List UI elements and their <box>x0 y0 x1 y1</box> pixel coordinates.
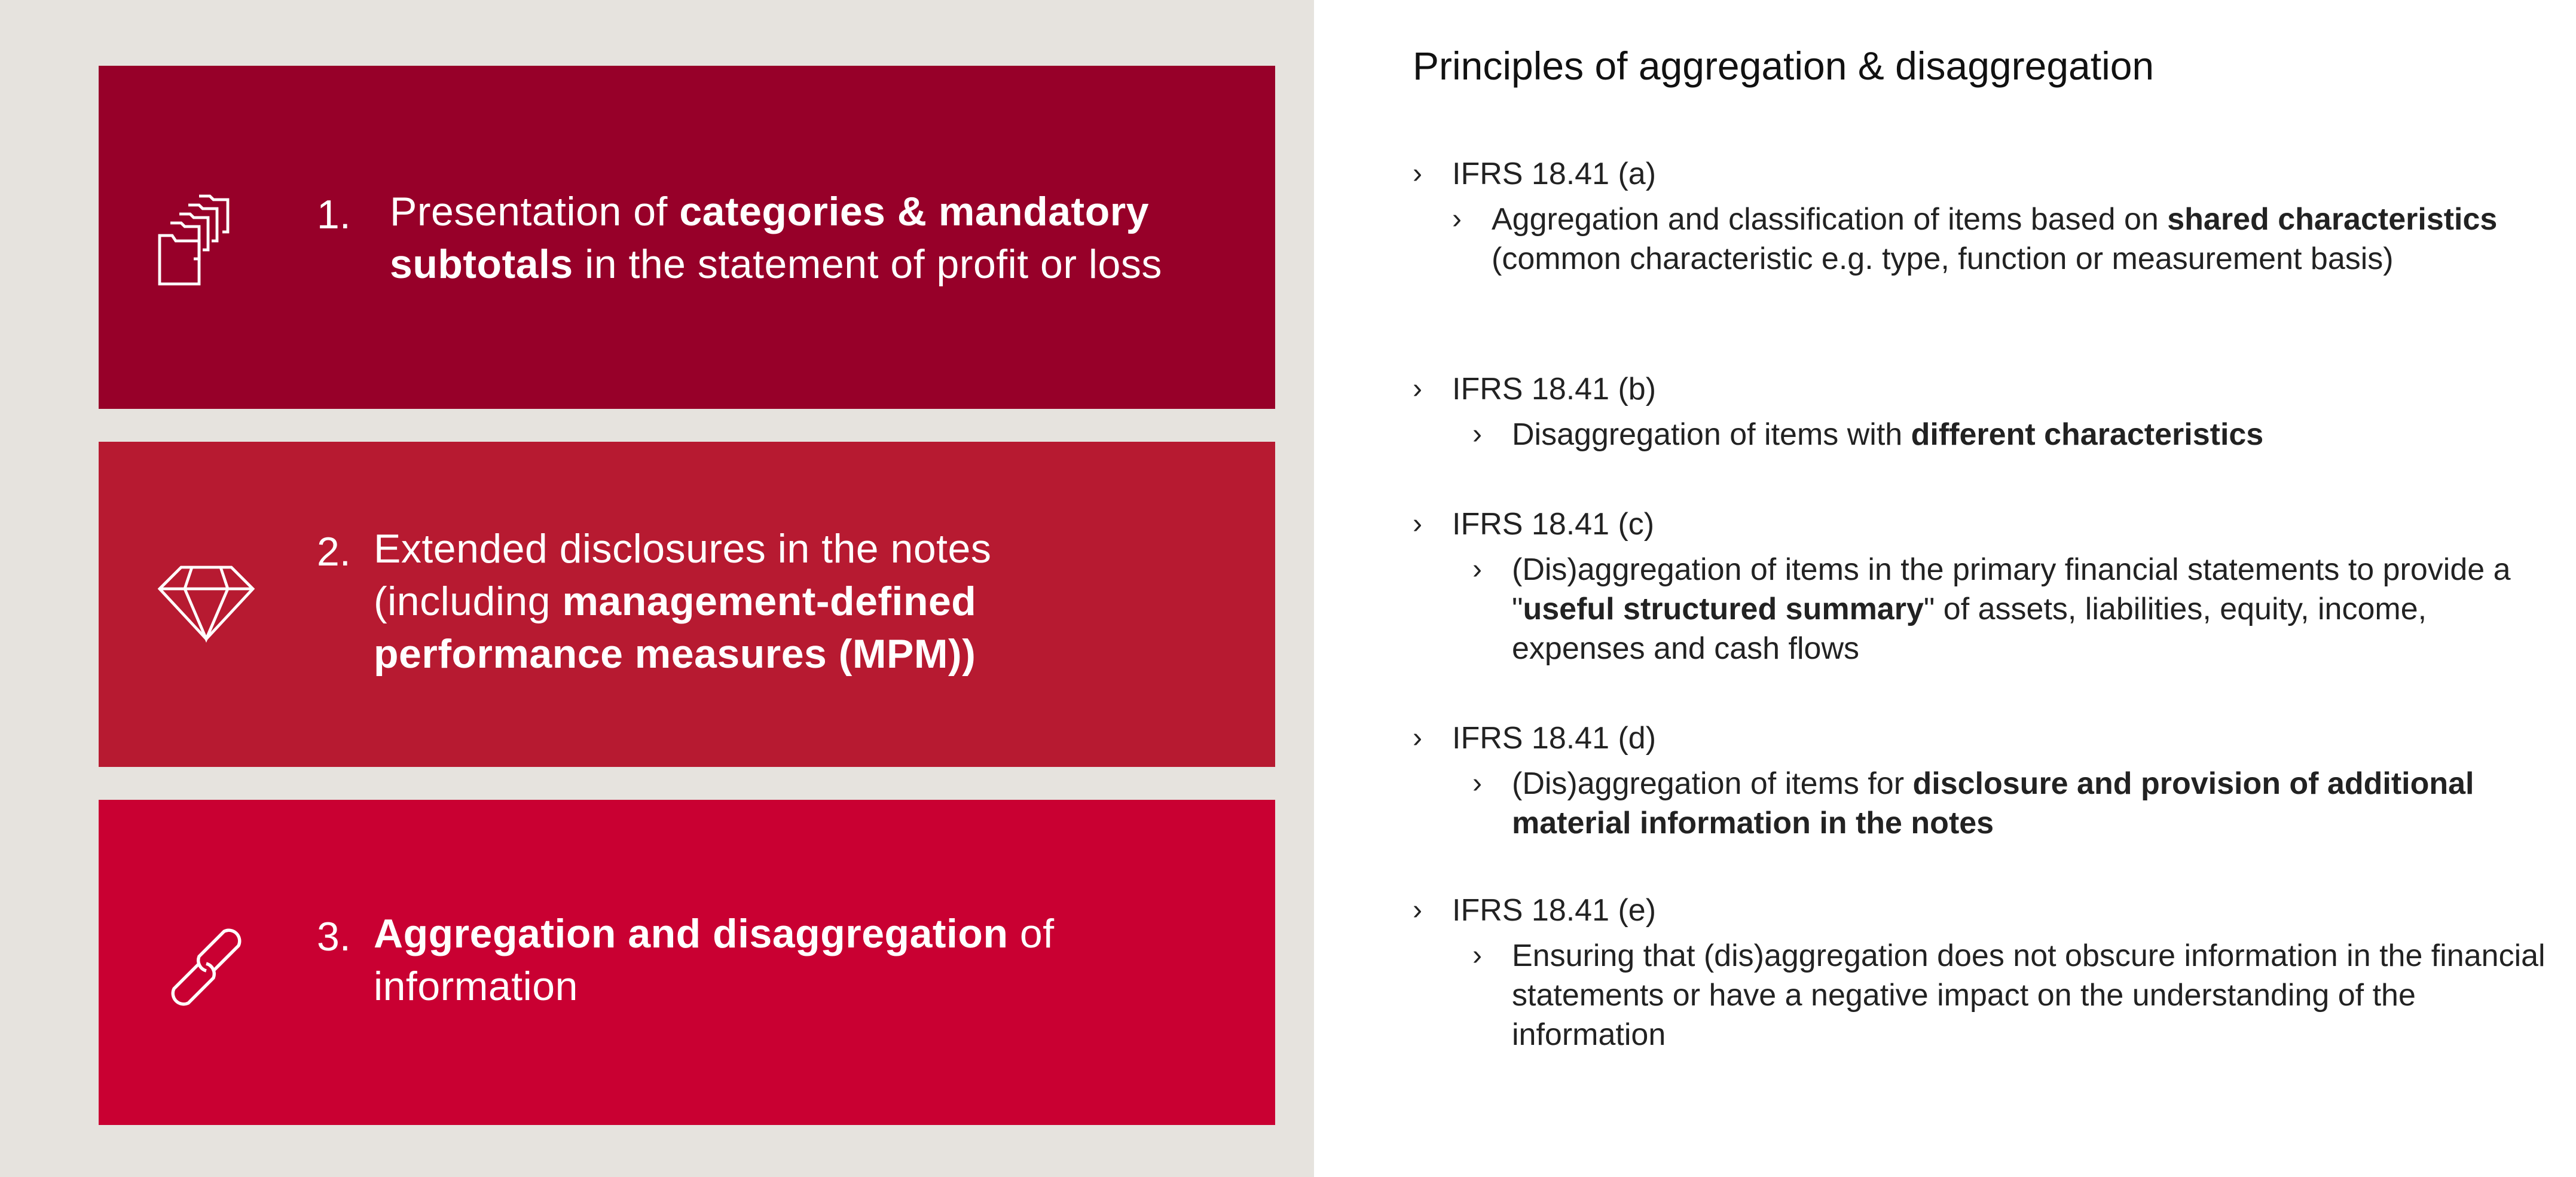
chevron-right-icon: › <box>1413 373 1422 405</box>
detail-text: Disaggregation of items with different c… <box>1512 415 2546 454</box>
principle-label: IFRS 18.41 (b) <box>1452 372 1657 406</box>
text-segment-bold: categories & mandatory subtotals <box>390 189 1150 287</box>
text-segment-bold: disclosure and provision of additional m… <box>1512 766 2474 840</box>
text-segment: (common characteristic e.g. type, functi… <box>1492 241 2394 276</box>
chevron-right-icon: › <box>1413 508 1422 540</box>
text-segment: Ensuring that (dis)aggregation does not … <box>1512 938 2546 1052</box>
topic-card-1: 1. Presentation of categories & mandator… <box>99 66 1275 409</box>
text-segment: Disaggregation of items with <box>1512 417 1911 452</box>
chevron-right-icon: › <box>1472 418 1482 450</box>
chevron-right-icon: › <box>1472 768 1482 799</box>
topic-number: 2. <box>317 529 351 574</box>
diamond-icon <box>157 565 255 643</box>
text-segment: of information <box>374 911 1055 1009</box>
chevron-right-icon: › <box>1472 940 1482 971</box>
detail-text: (Dis)aggregation of items for disclosure… <box>1512 764 2546 843</box>
left-panel: 1. Presentation of categories & mandator… <box>0 0 1314 1177</box>
principle-label: IFRS 18.41 (a) <box>1452 157 1657 191</box>
chevron-right-icon: › <box>1413 722 1422 754</box>
detail-text: Ensuring that (dis)aggregation does not … <box>1512 936 2546 1054</box>
topic-text: Presentation of categories & mandatory s… <box>390 185 1263 291</box>
text-segment-bold: shared characteristics <box>2167 202 2498 237</box>
folders-icon <box>158 194 230 286</box>
text-segment-bold: useful structured summary <box>1523 592 1924 626</box>
principle-label: IFRS 18.41 (d) <box>1452 721 1657 756</box>
text-segment: Aggregation and classification of items … <box>1492 202 2168 237</box>
text-segment-bold: Aggregation and disaggregation <box>374 911 1009 956</box>
topic-text: Aggregation and disaggregation of inform… <box>374 907 1151 1013</box>
detail-text: Aggregation and classification of items … <box>1492 200 2526 279</box>
text-segment: " of assets, liabilities, equity, income… <box>1512 592 2427 666</box>
text-segment: Extended disclosures in the notes (inclu… <box>374 526 992 624</box>
detail-text: (Dis)aggregation of items in the primary… <box>1512 550 2546 668</box>
text-segment: (Dis)aggregation of items in the primary… <box>1512 552 2511 626</box>
link-icon <box>171 928 242 1006</box>
text-segment-bold: management-defined performance measures … <box>374 579 977 677</box>
topic-number: 3. <box>317 914 351 959</box>
chevron-right-icon: › <box>1472 554 1482 585</box>
text-segment: in the statement of profit or loss <box>573 241 1162 287</box>
text-segment-bold: different characteristics <box>1911 417 2264 452</box>
text-segment: Presentation of <box>390 189 680 234</box>
principle-label: IFRS 18.41 (c) <box>1452 507 1655 542</box>
topic-card-3: 3. Aggregation and disaggregation of inf… <box>99 800 1275 1125</box>
text-segment: (Dis)aggregation of items for <box>1512 766 1913 801</box>
topic-card-2: 2. Extended disclosures in the notes (in… <box>99 442 1275 767</box>
topic-number: 1. <box>317 192 351 237</box>
chevron-right-icon: › <box>1413 158 1422 189</box>
topic-text: Extended disclosures in the notes (inclu… <box>374 522 1091 680</box>
principle-label: IFRS 18.41 (e) <box>1452 893 1657 928</box>
page-title: Principles of aggregation & disaggregati… <box>1413 44 2155 88</box>
chevron-right-icon: › <box>1413 894 1422 926</box>
chevron-right-icon: › <box>1452 203 1462 235</box>
